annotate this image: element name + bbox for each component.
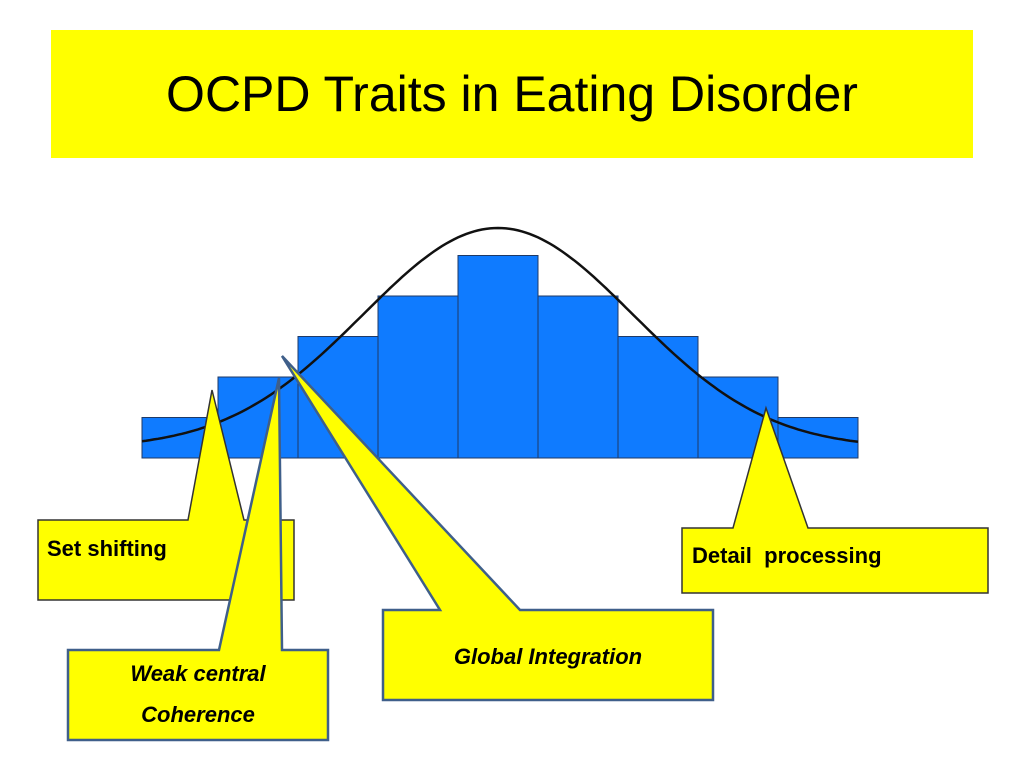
set-shifting-label: Set shifting	[47, 536, 167, 561]
weak-central-label-line2: Coherence	[141, 702, 255, 727]
histogram-bar	[377, 295, 459, 459]
page-title: OCPD Traits in Eating Disorder	[166, 66, 858, 122]
detail-processing-label: Detail processing	[692, 543, 882, 568]
histogram-bar	[617, 336, 699, 459]
histogram-bar	[537, 295, 619, 459]
histogram-bar	[777, 417, 859, 459]
detail-processing-callout-shape	[681, 405, 989, 594]
weak-central-label-line1: Weak central	[130, 661, 266, 686]
global-integration-callout-shape	[280, 355, 715, 702]
histogram-bar	[457, 255, 539, 459]
title-bar: OCPD Traits in Eating Disorder	[51, 30, 973, 158]
title-banner	[51, 30, 973, 158]
global-integration-label: Global Integration	[453, 644, 643, 669]
histogram-bars	[141, 255, 859, 459]
weak-central-coherence-callout-shape	[66, 377, 330, 742]
normal-curve	[141, 226, 859, 443]
